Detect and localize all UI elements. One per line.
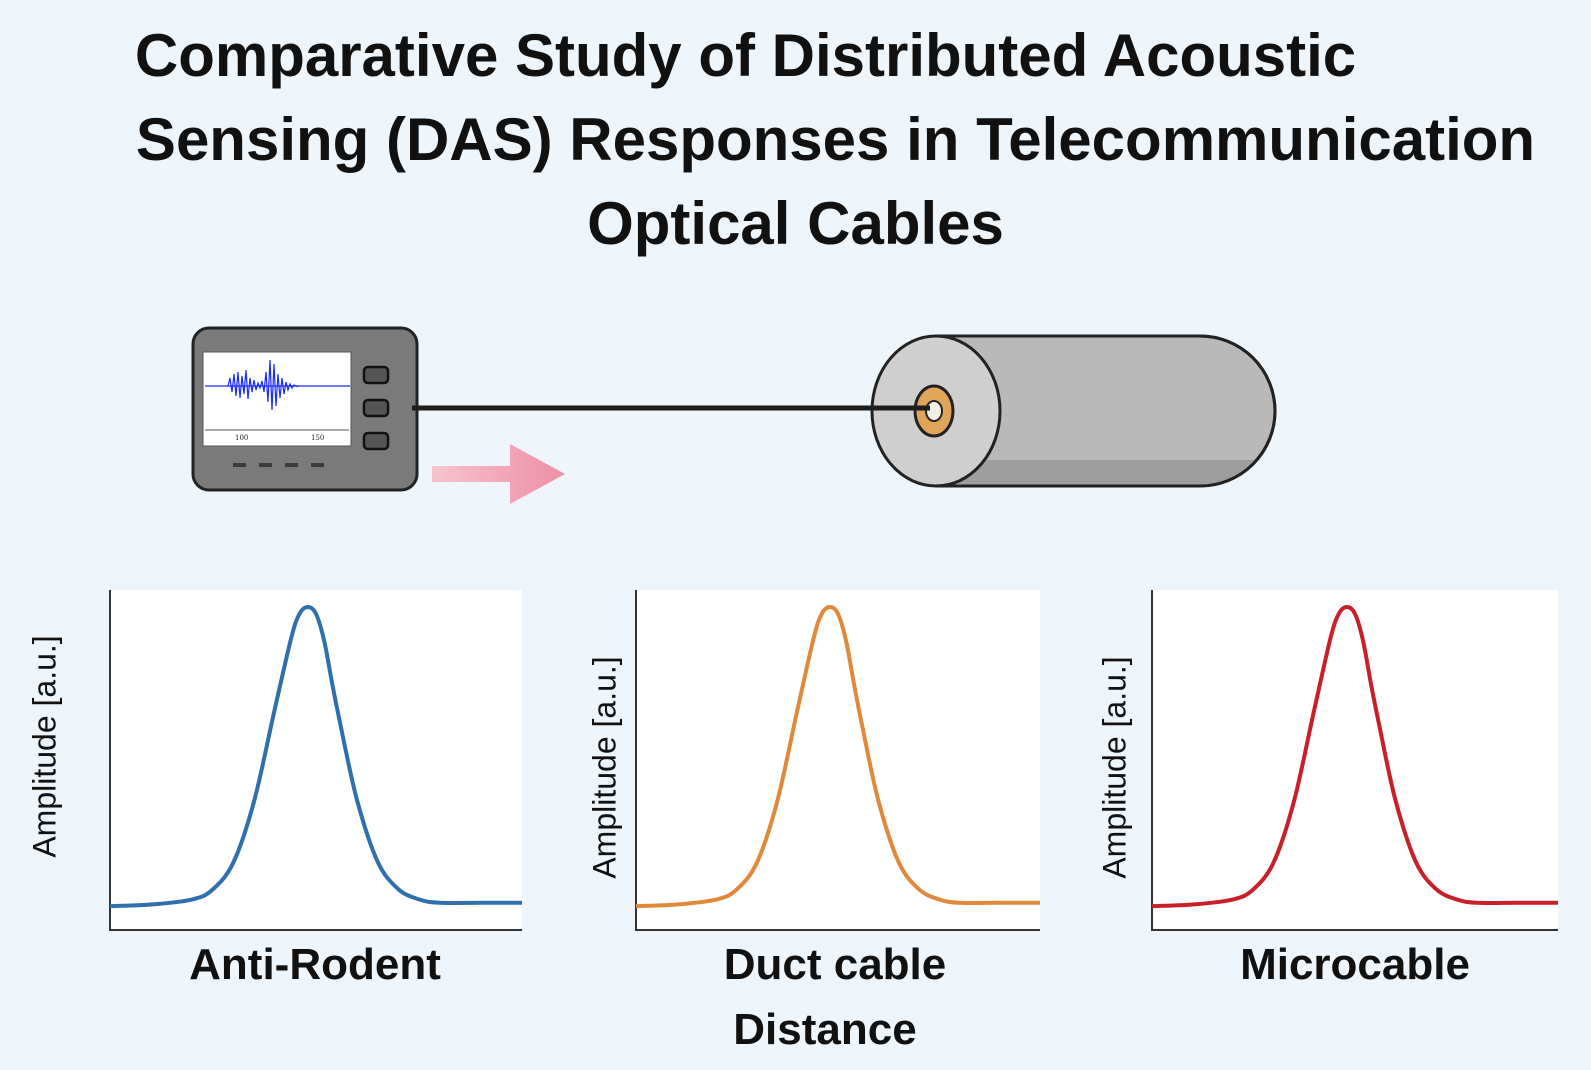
page-title: Comparative Study of Distributed Acousti… bbox=[0, 14, 1591, 266]
screen-tick-150: 150 bbox=[311, 434, 324, 442]
series-line-duct-cable bbox=[635, 604, 1040, 909]
xlabel-duct-cable: Duct cable bbox=[723, 940, 947, 989]
axes-anti-rodent bbox=[109, 590, 522, 931]
ylabel-duct-cable: Amplitude [a.u.] bbox=[586, 656, 623, 879]
charts-group bbox=[109, 590, 1558, 931]
title-line-2: Sensing (DAS) Responses in Telecommunica… bbox=[135, 106, 1536, 173]
ylabel-microcable: Amplitude [a.u.] bbox=[1096, 656, 1133, 879]
waveform bbox=[205, 359, 350, 411]
title-line-1: Comparative Study of Distributed Acousti… bbox=[134, 22, 1357, 89]
axes-microcable bbox=[1151, 590, 1558, 931]
device-button-1[interactable] bbox=[362, 365, 390, 385]
device-button-2[interactable] bbox=[362, 398, 390, 418]
shared-xlabel: Distance bbox=[733, 1005, 917, 1054]
screen-tick-100: 100 bbox=[235, 434, 248, 442]
plot-area-anti-rodent bbox=[110, 590, 522, 930]
xlabel-anti-rodent: Anti-Rodent bbox=[189, 940, 441, 989]
optical-cable bbox=[870, 334, 1277, 488]
title-line-3: Optical Cables bbox=[587, 190, 1004, 257]
ylabel-anti-rodent: Amplitude [a.u.] bbox=[26, 635, 63, 858]
device-button-3[interactable] bbox=[362, 431, 390, 451]
das-device: 100 150 bbox=[191, 326, 419, 492]
plot-area-microcable bbox=[1152, 590, 1558, 930]
plot-area-duct-cable bbox=[636, 590, 1040, 930]
series-line-microcable bbox=[1151, 604, 1558, 909]
xlabel-microcable: Microcable bbox=[1240, 940, 1470, 989]
arrow-icon bbox=[432, 444, 565, 504]
cable-core bbox=[925, 400, 943, 422]
axes-duct-cable bbox=[635, 590, 1040, 931]
series-line-anti-rodent bbox=[109, 604, 522, 909]
